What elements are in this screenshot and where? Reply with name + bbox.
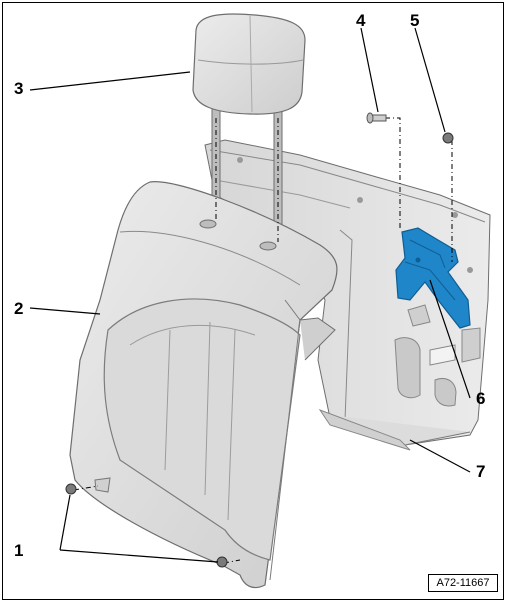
leader-lines <box>29 27 471 563</box>
nut-5 <box>442 132 454 144</box>
callout-5: 5 <box>410 11 420 30</box>
callout-4: 4 <box>356 11 366 30</box>
callout-3: 3 <box>14 79 24 98</box>
alignment-lines <box>73 117 453 564</box>
bolt-4 <box>366 112 387 124</box>
callout-1: 1 <box>14 541 24 560</box>
nut-1a <box>65 483 77 495</box>
seat-back-cover <box>69 181 338 589</box>
callout-2: 2 <box>14 299 24 318</box>
callout-6: 6 <box>476 389 486 408</box>
callout-7: 7 <box>476 462 486 481</box>
nut-1b <box>216 556 228 568</box>
figure-reference-label: A72-11667 <box>428 574 498 592</box>
